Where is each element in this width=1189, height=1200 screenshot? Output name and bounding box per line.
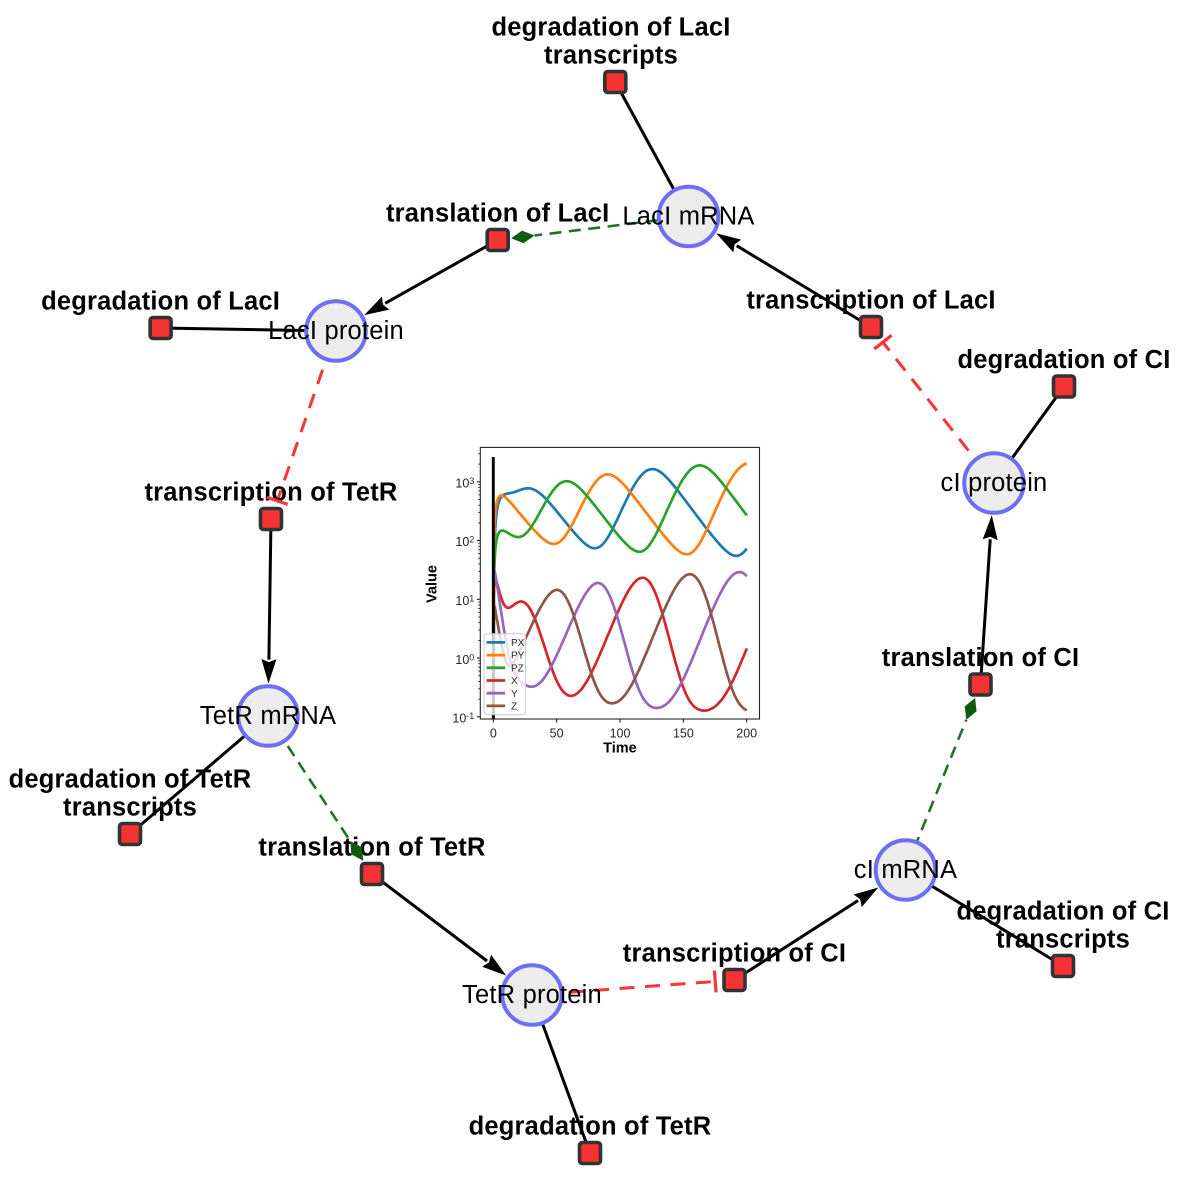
svg-text:Y: Y	[511, 689, 518, 700]
svg-text:degradation of TetR: degradation of TetR	[469, 1113, 712, 1141]
svg-text:Time: Time	[603, 741, 637, 757]
svg-text:100: 100	[610, 726, 631, 740]
svg-text:X: X	[511, 676, 518, 687]
svg-text:translation of CI: translation of CI	[882, 644, 1080, 672]
svg-text:Z: Z	[511, 702, 517, 713]
svg-text:degradation of TetR: degradation of TetR	[9, 766, 252, 794]
svg-text:LacI protein: LacI protein	[268, 317, 404, 345]
svg-text:transcription of TetR: transcription of TetR	[144, 479, 397, 507]
svg-text:TetR protein: TetR protein	[462, 981, 602, 1009]
svg-text:102: 102	[455, 535, 474, 550]
svg-text:transcripts: transcripts	[63, 794, 197, 822]
svg-text:transcripts: transcripts	[996, 926, 1130, 954]
svg-text:cI mRNA: cI mRNA	[854, 856, 957, 884]
svg-text:translation of LacI: translation of LacI	[386, 200, 609, 228]
svg-text:101: 101	[455, 594, 474, 609]
svg-text:200: 200	[736, 726, 757, 740]
svg-text:Value: Value	[425, 565, 441, 603]
svg-text:degradation of CI: degradation of CI	[957, 346, 1170, 374]
svg-text:PZ: PZ	[511, 663, 524, 674]
svg-text:PX: PX	[511, 638, 525, 649]
svg-text:10-1: 10-1	[452, 711, 474, 726]
svg-text:PY: PY	[511, 651, 525, 662]
svg-text:degradation of LacI: degradation of LacI	[492, 14, 731, 42]
svg-text:degradation of CI: degradation of CI	[956, 898, 1169, 926]
svg-text:100: 100	[455, 652, 474, 667]
svg-text:transcripts: transcripts	[544, 42, 678, 70]
svg-text:LacI mRNA: LacI mRNA	[622, 203, 754, 231]
svg-text:transcription of CI: transcription of CI	[623, 940, 846, 968]
svg-text:transcription of LacI: transcription of LacI	[746, 287, 995, 315]
svg-text:50: 50	[550, 726, 564, 740]
svg-text:translation of TetR: translation of TetR	[258, 834, 485, 862]
svg-text:0: 0	[490, 726, 497, 740]
svg-text:cI protein: cI protein	[941, 469, 1048, 497]
svg-text:TetR mRNA: TetR mRNA	[200, 702, 336, 730]
svg-text:degradation of LacI: degradation of LacI	[41, 288, 280, 316]
svg-text:150: 150	[673, 726, 694, 740]
svg-text:103: 103	[455, 476, 474, 491]
